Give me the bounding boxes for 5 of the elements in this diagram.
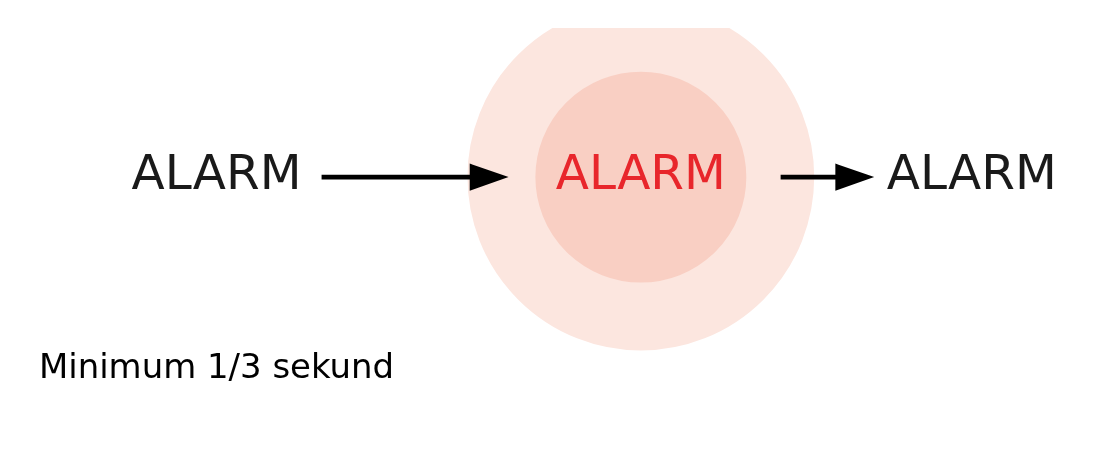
node-text: ALARM [886, 144, 1057, 201]
node-text: ALARM [131, 144, 302, 201]
arrow [321, 163, 509, 191]
label: Minimum 1/3 sekund [38, 345, 395, 386]
arrow [780, 163, 875, 191]
